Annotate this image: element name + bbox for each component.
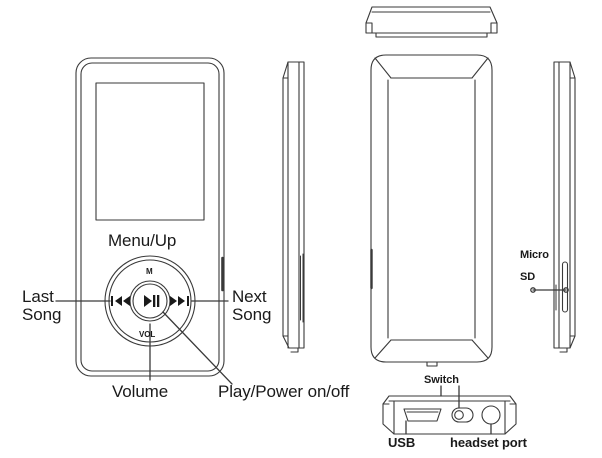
micro-sd-slot [561,261,569,313]
usb-port [403,408,442,422]
wheel-vol-label[interactable]: VOL [139,330,156,339]
bottom-edge-view-outline [382,395,517,435]
leader-micro-sd-endpoint [563,287,569,293]
back-switch-nub [426,361,438,367]
back-view-outline [370,54,493,363]
label-usb: USB [388,435,416,450]
leader-lines [55,287,569,435]
front-screen [95,82,205,221]
headset-jack [481,405,501,425]
label-headset-port: headset port [450,435,527,450]
label-volume: Volume [112,382,169,401]
label-switch: Switch [424,374,459,386]
label-last-song-line1: Last [22,287,54,306]
top-edge-view-outline [365,6,498,38]
label-micro: Micro [520,249,549,261]
next-track-glyph [170,296,189,306]
wheel-glyphs [111,295,189,307]
leader-play-power [162,311,233,385]
label-play-power: Play/Power on/off [218,382,350,401]
label-next-song-line2: Song [232,305,272,324]
wheel-menu-glyph[interactable]: M [146,267,153,276]
leader-micro-sd-dot [530,287,536,293]
left-side-button [300,253,304,323]
right-side-view-outline [553,61,576,353]
play-pause-glyph [144,295,160,307]
power-switch [451,407,474,423]
label-menu-up: Menu/Up [108,231,177,250]
left-side-view-outline [282,61,305,353]
prev-track-glyph [111,296,130,306]
label-sd: SD [520,271,536,283]
label-next-song-line1: Next [232,287,267,306]
label-last-song-line2: Song [22,305,62,324]
